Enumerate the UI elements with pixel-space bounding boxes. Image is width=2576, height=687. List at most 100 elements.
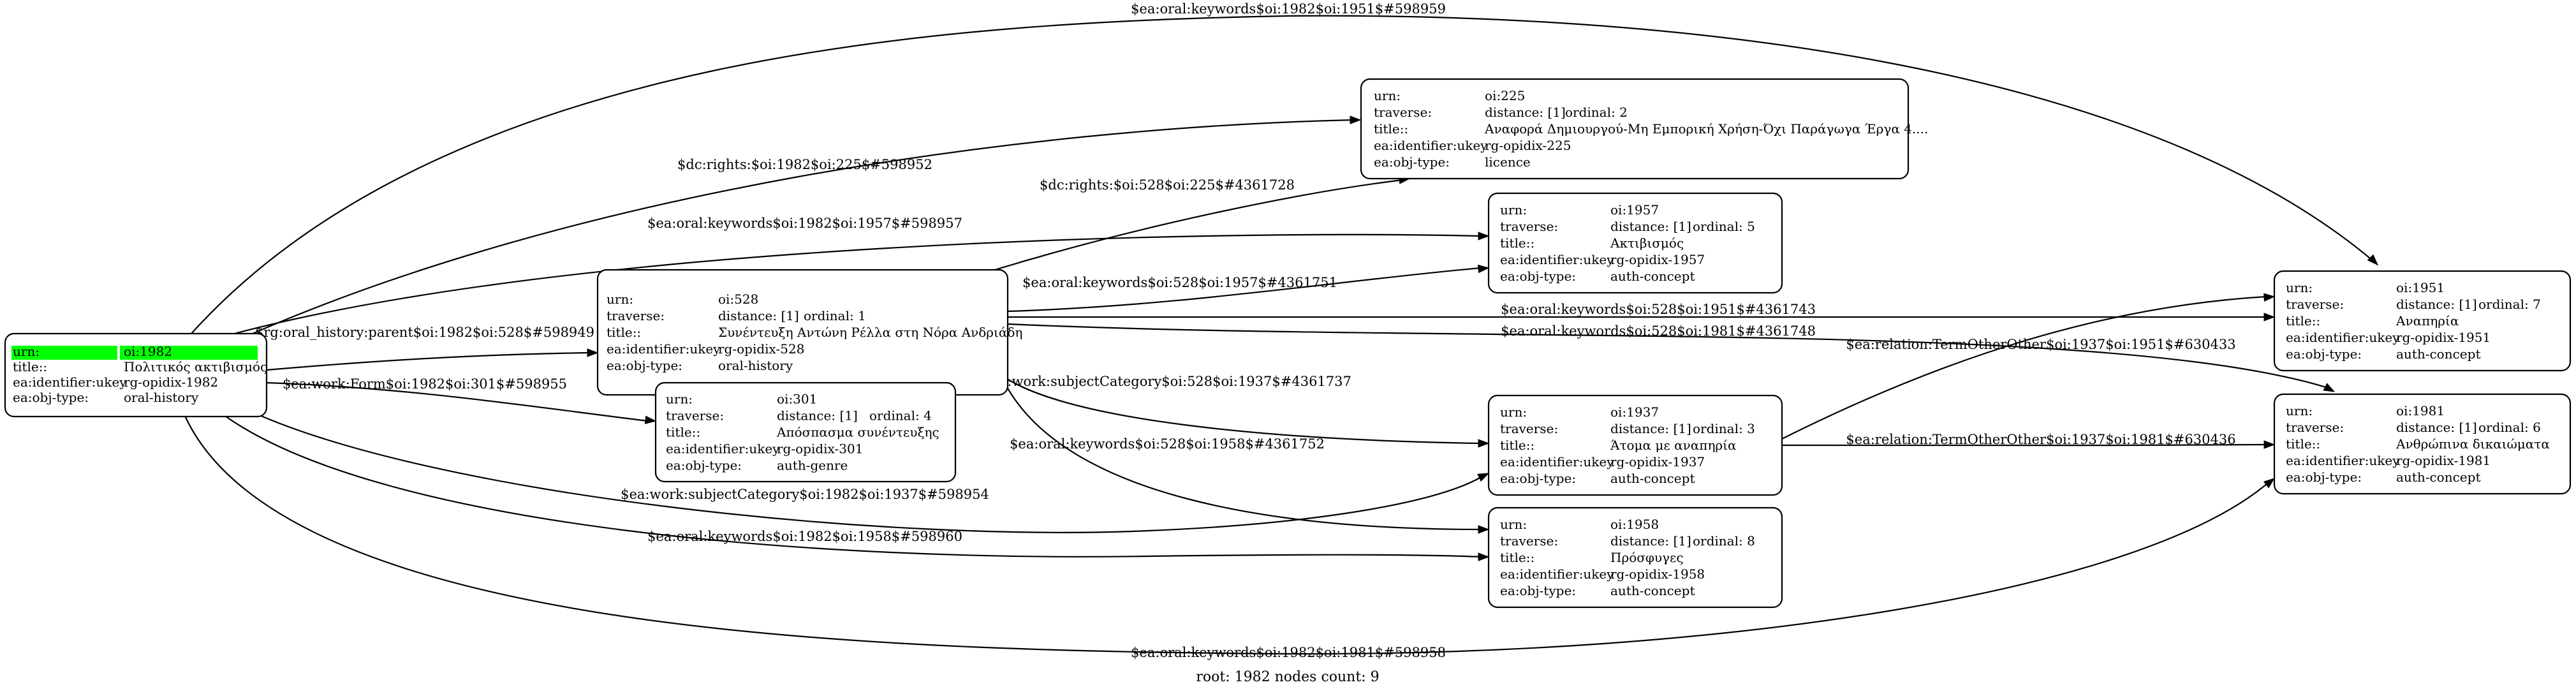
edge-label: $ea:relation:TermOtherOther$oi:1937$oi:1… [1846, 432, 2235, 447]
node-field-value: Απόσπασμα συνέντευξης [776, 425, 939, 440]
node-field-key: traverse: [666, 408, 724, 424]
node-field-value: rg-opidix-528 [718, 341, 804, 357]
node-field-key: urn: [1374, 88, 1401, 103]
node-field-value: distance: [1] [777, 408, 858, 424]
node-field-key: title:: [2286, 436, 2320, 452]
root-highlight-key [11, 346, 117, 360]
node-field-key: title:: [1500, 550, 1535, 565]
node-field-value: distance: [1] [1610, 421, 1691, 436]
edge-arrowhead [2263, 293, 2276, 302]
node-field-value: distance: [1] [1610, 219, 1691, 234]
edge-oi1982-to-oi301: $ea:work:Form$oi:1982$oi:301$#598955 [266, 376, 657, 424]
node-box[interactable] [2273, 270, 2572, 372]
node-field-value: auth-concept [1610, 269, 1695, 284]
edge-label: $ea:oral:keywords$oi:1982$oi:1958$#59896… [647, 529, 962, 544]
node-field-key: traverse: [607, 308, 665, 323]
node-field-ordinal: ordinal: 8 [1693, 533, 1755, 549]
node-field-key: ea:obj-type: [2286, 469, 2362, 485]
edge-oi528-to-oi1937: $ea:work:subjectCategory$oi:528$oi:1937$… [983, 369, 1490, 448]
edge-oi1982-to-oi1957: $ea:oral:keywords$oi:1982$oi:1957$#59895… [229, 216, 1490, 336]
edge-oi1937-to-oi1951: $ea:relation:TermOtherOther$oi:1937$oi:1… [1781, 293, 2276, 440]
node-field-value: oi:528 [718, 292, 758, 307]
edge-label: $ea:work:subjectCategory$oi:1982$oi:1937… [621, 487, 989, 502]
edges-layer: $ea:oral:keywords$oi:1982$oi:1951$#59895… [184, 1, 2379, 660]
node-field-value: auth-concept [1610, 583, 1695, 598]
edge-arrowhead [2263, 313, 2276, 321]
edge-label: $rg:oral_history:parent$oi:1982$oi:528$#… [255, 325, 594, 340]
footer-caption: root: 1982 nodes count: 9 [1196, 669, 1379, 685]
node-field-key: urn: [666, 392, 693, 407]
node-field-value: Συνέντευξη Αντώνη Ρέλλα στη Νόρα Ανδριάδ… [718, 325, 1022, 340]
node-box[interactable] [2273, 393, 2572, 495]
edge-line [223, 414, 1482, 558]
node-box[interactable] [654, 381, 957, 483]
node-field-key: ea:obj-type: [607, 358, 682, 373]
node-field-key: traverse: [2286, 420, 2344, 435]
edge-label: $ea:oral:keywords$oi:528$oi:1951$#436174… [1501, 302, 1816, 317]
node-field-key: urn: [607, 292, 633, 307]
node-field-value: oi:1982 [124, 344, 172, 359]
node-field-key: ea:identifier:ukey [1500, 454, 1614, 469]
node-field-key: urn: [2286, 403, 2313, 418]
edge-line [1781, 443, 2267, 447]
edge-line [254, 412, 1482, 533]
node-field-ordinal: ordinal: 2 [1565, 105, 1628, 120]
node-box[interactable] [1487, 506, 1783, 609]
node-field-key: traverse: [1374, 105, 1432, 120]
edge-oi1982-to-oi1937: $ea:work:subjectCategory$oi:1982$oi:1937… [254, 412, 1490, 533]
node-field-value: rg-opidix-1958 [1610, 566, 1705, 582]
node-field-key: title:: [607, 325, 641, 340]
node-box[interactable] [1487, 192, 1783, 294]
edge-line [994, 369, 1482, 445]
node-field-value: oi:225 [1485, 88, 1525, 103]
node-field-value: oi:1958 [1610, 517, 1659, 532]
edge-line [1001, 376, 1482, 531]
edge-oi528-to-oi1951: $ea:oral:keywords$oi:528$oi:1951$#436174… [1007, 302, 2276, 321]
edge-arrowhead [2367, 254, 2379, 266]
edge-label: $ea:oral:keywords$oi:528$oi:1957$#436175… [1022, 275, 1337, 290]
root-highlight-value [120, 346, 258, 360]
edge-line [1781, 295, 2267, 440]
node-field-value: Ακτιβισμός [1610, 235, 1684, 251]
node-field-key: title:: [1500, 235, 1535, 251]
node-field-key: title:: [1500, 438, 1535, 453]
node-field-value: oi:301 [777, 392, 817, 407]
node-field-key: urn: [1500, 404, 1527, 420]
node-field-key: ea:identifier:ukey [2286, 330, 2400, 345]
edge-arrowhead [2263, 440, 2276, 449]
node-field-key: ea:identifier:ukey [1374, 138, 1488, 153]
node-field-value: rg-opidix-1981 [2396, 453, 2491, 468]
node-box[interactable] [1487, 394, 1783, 496]
edge-arrowhead [1478, 552, 1490, 561]
node-field-key: urn: [2286, 280, 2313, 295]
node-field-key: title:: [13, 359, 47, 374]
node-field-value: oral-history [718, 358, 793, 373]
edge-label: $ea:work:subjectCategory$oi:528$oi:1937$… [983, 374, 1351, 389]
edge-arrowhead [2323, 383, 2336, 392]
edge-label: $dc:rights:$oi:1982$oi:225$#598952 [677, 157, 932, 172]
edge-line [184, 415, 2268, 655]
edge-arrowhead [1478, 525, 1490, 534]
node-field-value: distance: [1] [718, 308, 799, 323]
node-field-key: ea:identifier:ukey [13, 374, 127, 390]
node-field-key: ea:identifier:ukey [2286, 453, 2400, 468]
node-field-key: ea:obj-type: [13, 390, 89, 405]
edge-line [266, 381, 649, 422]
node-field-value: auth-genre [777, 458, 848, 473]
edge-arrowhead [1477, 473, 1490, 482]
node-box[interactable] [1360, 78, 1910, 180]
node-field-value: Ανθρώπινα δικαιώματα [2396, 436, 2550, 452]
node-field-value: oral-history [124, 390, 199, 405]
edge-line [242, 119, 1355, 339]
